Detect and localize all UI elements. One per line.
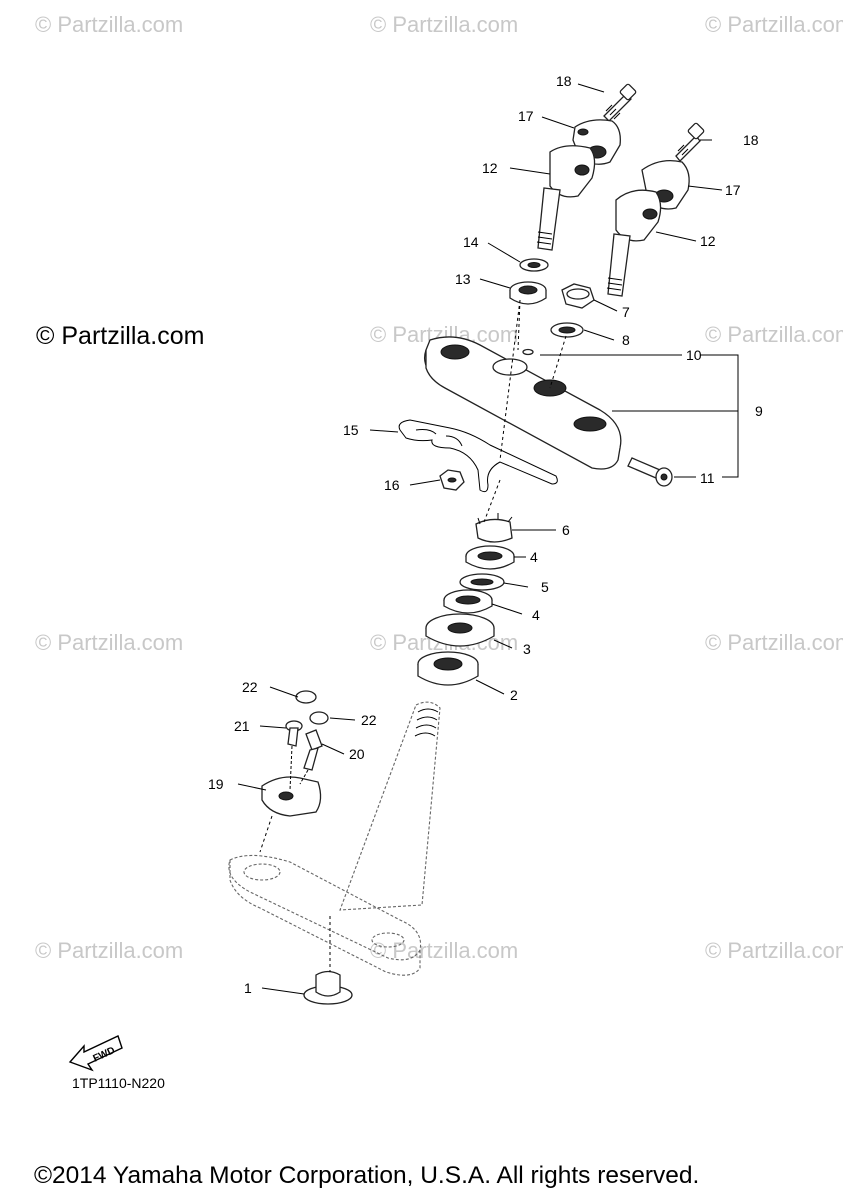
cap-1 <box>303 970 353 1005</box>
riser-12-right <box>606 189 662 297</box>
fwd-arrow-icon: FWD <box>68 1035 123 1072</box>
bolt-18-left <box>603 83 637 122</box>
watermark: © Partzilla.com <box>35 630 184 655</box>
upper-bracket-9 <box>423 336 622 470</box>
callout-17: 17 <box>725 182 741 198</box>
steering-stem <box>228 701 441 976</box>
callout-22: 22 <box>361 712 377 728</box>
callout-20: 20 <box>349 746 365 762</box>
callout-16: 16 <box>384 477 400 493</box>
callout-6: 6 <box>562 522 570 538</box>
nut-7 <box>561 283 595 309</box>
callout-8: 8 <box>622 332 630 348</box>
callout-1: 1 <box>244 980 252 996</box>
callout-18: 18 <box>743 132 759 148</box>
rubber-washer-5 <box>459 573 505 591</box>
callout-2: 2 <box>510 687 518 703</box>
lock-washer-6 <box>475 513 513 543</box>
watermark: © Partzilla.com <box>705 12 843 37</box>
watermark: © Partzilla.com <box>705 630 843 655</box>
callout-3: 3 <box>523 641 531 657</box>
watermark: © Partzilla.com <box>35 938 184 963</box>
bolt-11 <box>627 457 673 487</box>
callout-21: 21 <box>234 718 250 734</box>
watermark: © Partzilla.com <box>370 12 519 37</box>
washer-8 <box>550 322 584 338</box>
watermark-featured: © Partzilla.com <box>36 322 205 350</box>
bolt-20 <box>303 729 323 771</box>
holder-19 <box>261 745 322 817</box>
callout-4: 4 <box>530 549 538 565</box>
bolt-21 <box>285 720 303 747</box>
callout-17: 17 <box>518 108 534 124</box>
ring-nut-4-lower <box>443 589 493 614</box>
callout-11: 11 <box>700 470 715 486</box>
watermark: © Partzilla.com <box>705 938 843 963</box>
callout-4: 4 <box>532 607 540 623</box>
cap-22-left <box>295 690 317 704</box>
cable-guide-15 <box>398 419 558 493</box>
callout-13: 13 <box>455 271 471 287</box>
callout-12: 12 <box>700 233 716 249</box>
ring-nut-4-upper <box>465 545 515 570</box>
diagram-code: 1TP1110-N220 <box>72 1075 165 1091</box>
bearing-2 <box>417 651 479 686</box>
callout-10: 10 <box>686 347 702 363</box>
callout-5: 5 <box>541 579 549 595</box>
callout-7: 7 <box>622 304 630 320</box>
cap-22-right <box>309 711 329 725</box>
callout-22: 22 <box>242 679 258 695</box>
nut-16 <box>439 469 465 491</box>
watermark: © Partzilla.com <box>370 938 519 963</box>
bolt-18-right <box>675 122 705 162</box>
callout-14: 14 <box>463 234 479 250</box>
callout-9: 9 <box>755 403 763 419</box>
copyright: ©2014 Yamaha Motor Corporation, U.S.A. A… <box>34 1162 700 1189</box>
watermark: © Partzilla.com <box>705 322 843 347</box>
callout-12: 12 <box>482 160 498 176</box>
washer-14 <box>519 258 549 272</box>
bushing-13 <box>509 281 547 305</box>
callout-15: 15 <box>343 422 359 438</box>
bearing-cover-3 <box>425 613 495 647</box>
callout-19: 19 <box>208 776 224 792</box>
riser-12-left <box>536 145 596 251</box>
watermark: © Partzilla.com <box>35 12 184 37</box>
callout-18: 18 <box>556 73 572 89</box>
